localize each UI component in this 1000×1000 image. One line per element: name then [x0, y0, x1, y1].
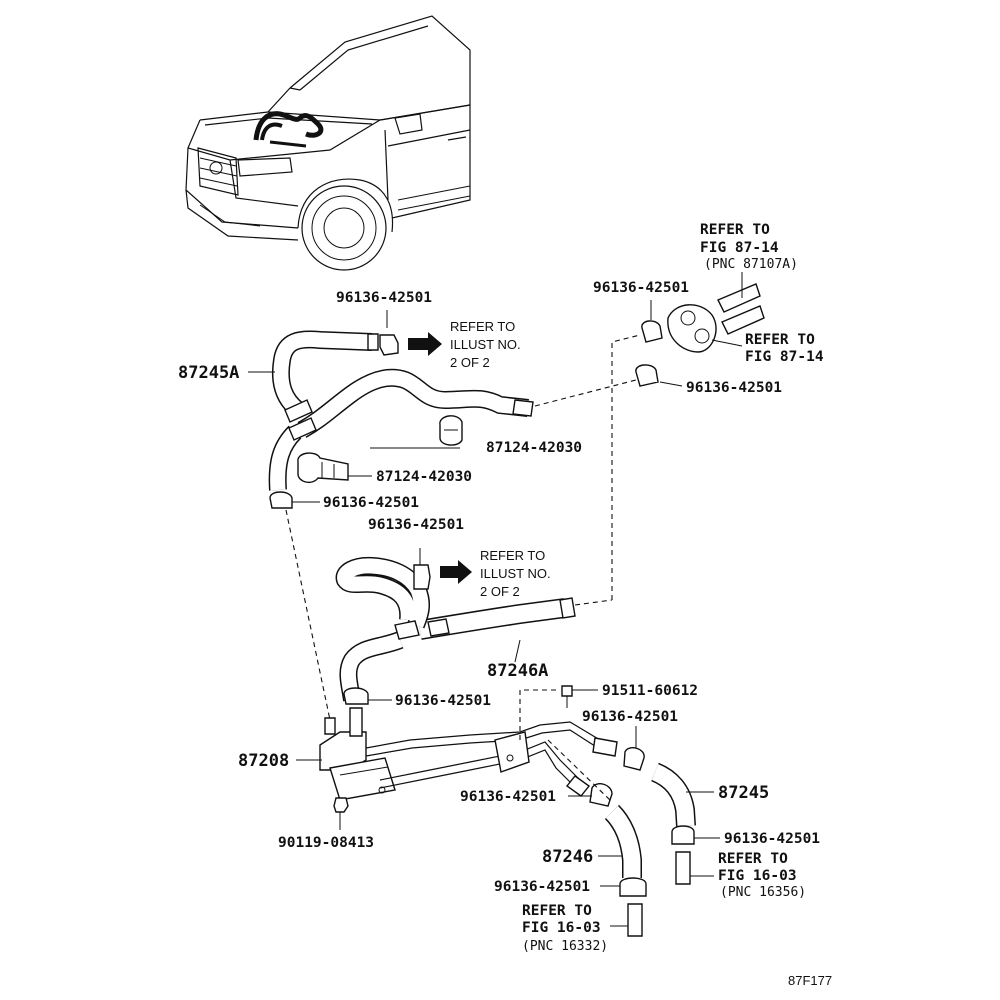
label-87208: 87208: [238, 751, 289, 771]
clip-right-pipe: [623, 747, 645, 771]
callout-bolt: 91511-60612: [602, 683, 698, 699]
callout-clamp-lower: 87124-42030: [376, 469, 472, 485]
refer-right-bottom-l1: REFER TO: [718, 851, 788, 867]
refer-arrow-1: [408, 332, 442, 356]
label-87245: 87245: [718, 783, 769, 803]
label-87246a: 87246A: [487, 661, 548, 681]
clip-left-mid: [269, 491, 293, 509]
water-valve-87208: [319, 707, 396, 801]
refer-illust-2-l1: REFER TO: [480, 548, 545, 563]
clip-top-right: [641, 320, 663, 343]
clip-right-bottom: [671, 825, 695, 845]
figure-code: 87F177: [788, 973, 832, 988]
callout-clip-right-lower: 96136-42501: [686, 380, 782, 396]
heater-connector: [667, 272, 765, 353]
refer-illust-2-l3: 2 OF 2: [480, 584, 520, 599]
refer-right-bottom-l3: (PNC 16356): [720, 885, 806, 900]
clip-lower-mid: [589, 783, 613, 807]
refer-upper-right-l3: (PNC 87107A): [704, 257, 798, 272]
labels: REFER TO FIG 87-14 (PNC 87107A) 96136-42…: [178, 222, 832, 988]
refer-bottom-l1: REFER TO: [522, 903, 592, 919]
metal-pipes: [365, 721, 618, 797]
callout-clip-mid: 96136-42501: [368, 517, 464, 533]
pipe-bottom: [627, 903, 643, 937]
callout-clip-bottom: 96136-42501: [494, 879, 590, 895]
callout-clamp-upper: 87124-42030: [486, 440, 582, 456]
clip-top-left: [379, 310, 399, 356]
bolt-91511: [561, 685, 573, 708]
vehicle-illustration: [185, 15, 471, 271]
refer-right-mid-l2: FIG 87-14: [745, 349, 824, 365]
callout-clip-valve-top: 96136-42501: [395, 693, 491, 709]
nut-90119: [333, 797, 349, 813]
clip-mid: [413, 548, 431, 590]
pipe-right-bottom: [675, 851, 691, 885]
hose-87246: [604, 804, 642, 878]
refer-right-mid-l1: REFER TO: [745, 332, 815, 348]
refer-upper-right-l2: FIG 87-14: [700, 240, 779, 256]
refer-bottom-l2: FIG 16-03: [522, 920, 601, 936]
refer-illust-1-l1: REFER TO: [450, 319, 515, 334]
refer-illust-1-l2: ILLUST NO.: [450, 337, 521, 352]
label-87246: 87246: [542, 847, 593, 867]
refer-illust-2-l2: ILLUST NO.: [480, 566, 551, 581]
callout-clip-left-mid: 96136-42501: [323, 495, 419, 511]
refer-bottom-l3: (PNC 16332): [522, 939, 608, 954]
hose-87246a: [335, 556, 576, 702]
callout-nut: 90119-08413: [278, 835, 374, 851]
callout-clip-lower-mid: 96136-42501: [460, 789, 556, 805]
label-87245a: 87245A: [178, 363, 239, 383]
dashed-connections: [285, 334, 641, 801]
refer-arrow-2: [440, 560, 472, 584]
callout-clip-right-bottom: 96136-42501: [724, 831, 820, 847]
hose-87245a: [268, 330, 534, 491]
callout-clip-top-left: 96136-42501: [336, 290, 432, 306]
refer-upper-right-l1: REFER TO: [700, 222, 770, 238]
callout-clip-right-pipe: 96136-42501: [582, 709, 678, 725]
callout-clip-top-right: 96136-42501: [593, 280, 689, 296]
clamp-upper: [439, 415, 463, 446]
clip-bottom: [619, 877, 647, 897]
clip-valve-top: [343, 687, 369, 705]
refer-right-bottom-l2: FIG 16-03: [718, 868, 797, 884]
leader-lines: [248, 300, 743, 927]
clip-right-lower: [635, 364, 659, 387]
refer-illust-1-l3: 2 OF 2: [450, 355, 490, 370]
clamp-lower: [297, 452, 349, 484]
hose-87245: [650, 762, 696, 827]
